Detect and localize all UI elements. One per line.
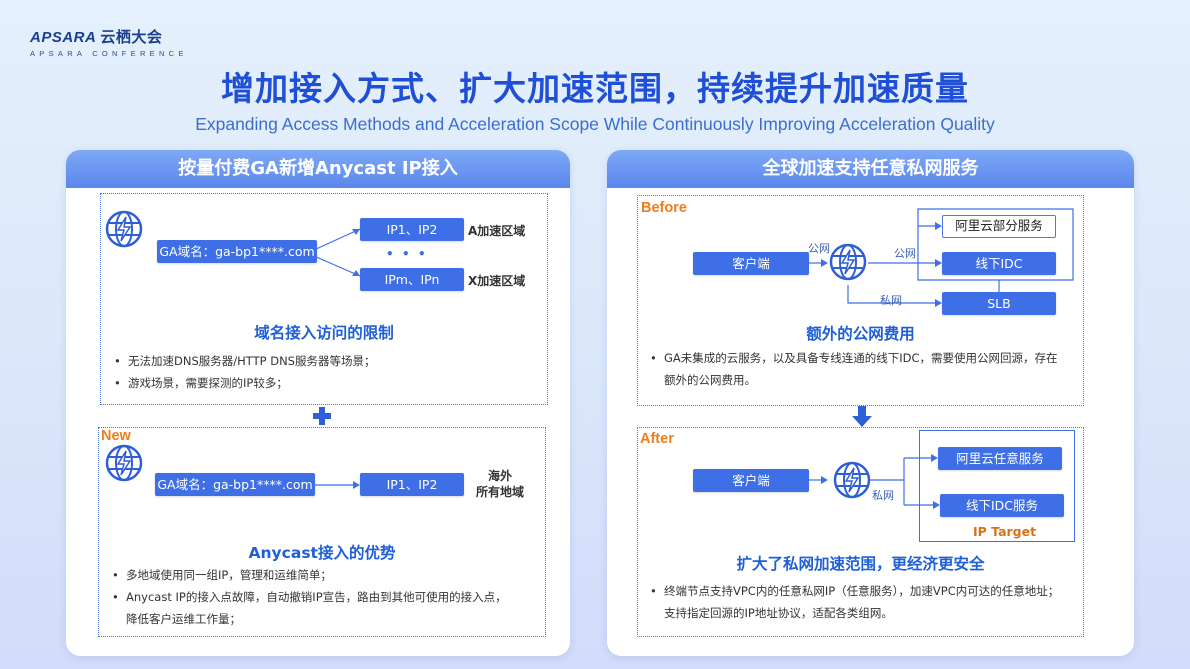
slb: SLB	[942, 292, 1056, 315]
ip-pill-top: IP1、IP2	[360, 218, 464, 241]
list-item: 多地域使用同一组IP，管理和运维简单；	[104, 564, 514, 586]
ip-target-box	[919, 430, 1075, 542]
globe-icon	[828, 242, 868, 282]
anycast-advantage-title: Anycast接入的优势	[248, 544, 396, 562]
client-pill-after: 客户端	[693, 469, 809, 492]
private-scope-title: 扩大了私网加速范围，更经济更安全	[736, 555, 985, 573]
list-item: GA未集成的云服务，以及具备专线连通的线下IDC，需要使用公网回源，存在额外的公…	[642, 347, 1062, 391]
ga-domain-pill: GA域名：ga-bp1****.com	[157, 240, 317, 263]
ip-pill-bottom: IPm、IPn	[360, 268, 464, 291]
list-item: 终端节点支持VPC内的任意私网IP（任意服务），加速VPC内可达的任意地址；支持…	[642, 580, 1070, 624]
left-panel-header: 按量付费GA新增Anycast IP接入	[66, 150, 570, 188]
page-title: 增加接入方式、扩大加速范围，持续提升加速质量	[221, 69, 969, 108]
public-net-label: 公网	[894, 247, 916, 260]
client-pill-before: 客户端	[693, 252, 809, 275]
offline-idc: 线下IDC	[942, 252, 1056, 275]
ip-pill-anycast: IP1、IP2	[360, 473, 464, 496]
after-tag: After	[640, 431, 674, 447]
logo-brand: APSARA	[30, 29, 97, 46]
aliyun-partial-services: 阿里云部分服务	[942, 215, 1056, 238]
before-tag: Before	[641, 200, 687, 216]
private-net-label: 私网	[872, 489, 894, 502]
new-tag: New	[101, 428, 131, 444]
domain-access-box	[100, 193, 548, 405]
region-label-overseas: 海外 所有地域	[476, 469, 525, 499]
extra-public-cost-title: 额外的公网费用	[806, 325, 915, 343]
globe-icon	[104, 209, 144, 249]
ellipsis-dots: • • •	[386, 247, 426, 261]
after-box	[637, 427, 1084, 637]
aliyun-any-service: 阿里云任意服务	[938, 447, 1062, 470]
private-scope-list: 终端节点支持VPC内的任意私网IP（任意服务），加速VPC内可达的任意地址；支持…	[642, 580, 1070, 624]
domain-limit-title: 域名接入访问的限制	[254, 324, 394, 342]
offline-idc-service: 线下IDC服务	[940, 494, 1064, 517]
page-subtitle: Expanding Access Methods and Acceleratio…	[195, 114, 995, 134]
list-item: 游戏场景，需要探测的IP较多；	[106, 372, 542, 394]
arrow-down-icon	[852, 406, 872, 427]
domain-limit-list: 无法加速DNS服务器/HTTP DNS服务器等场景； 游戏场景，需要探测的IP较…	[106, 350, 542, 394]
logo-brand-cn: 云栖大会	[100, 29, 163, 46]
right-panel-header: 全球加速支持任意私网服务	[607, 150, 1134, 188]
globe-icon	[832, 460, 872, 500]
ip-target-label: IP Target	[973, 524, 1037, 539]
public-net-label: 公网	[808, 242, 830, 255]
ga-domain-pill-anycast: GA域名：ga-bp1****.com	[155, 473, 315, 496]
before-box	[637, 195, 1084, 406]
extra-public-cost-list: GA未集成的云服务，以及具备专线连通的线下IDC，需要使用公网回源，存在额外的公…	[642, 347, 1062, 391]
globe-icon	[104, 443, 144, 483]
list-item: 无法加速DNS服务器/HTTP DNS服务器等场景；	[106, 350, 542, 372]
private-net-label: 私网	[880, 294, 902, 307]
anycast-advantage-list: 多地域使用同一组IP，管理和运维简单； Anycast IP的接入点故障，自动撤…	[104, 564, 514, 630]
list-item: Anycast IP的接入点故障，自动撤销IP宣告，路由到其他可使用的接入点，降…	[104, 586, 514, 630]
region-label-x: X加速区域	[468, 274, 526, 288]
plus-icon	[313, 407, 331, 425]
logo-tagline: APSARA CONFERENCE	[30, 49, 188, 58]
anycast-box	[98, 427, 546, 637]
region-label-a: A加速区域	[468, 224, 526, 238]
